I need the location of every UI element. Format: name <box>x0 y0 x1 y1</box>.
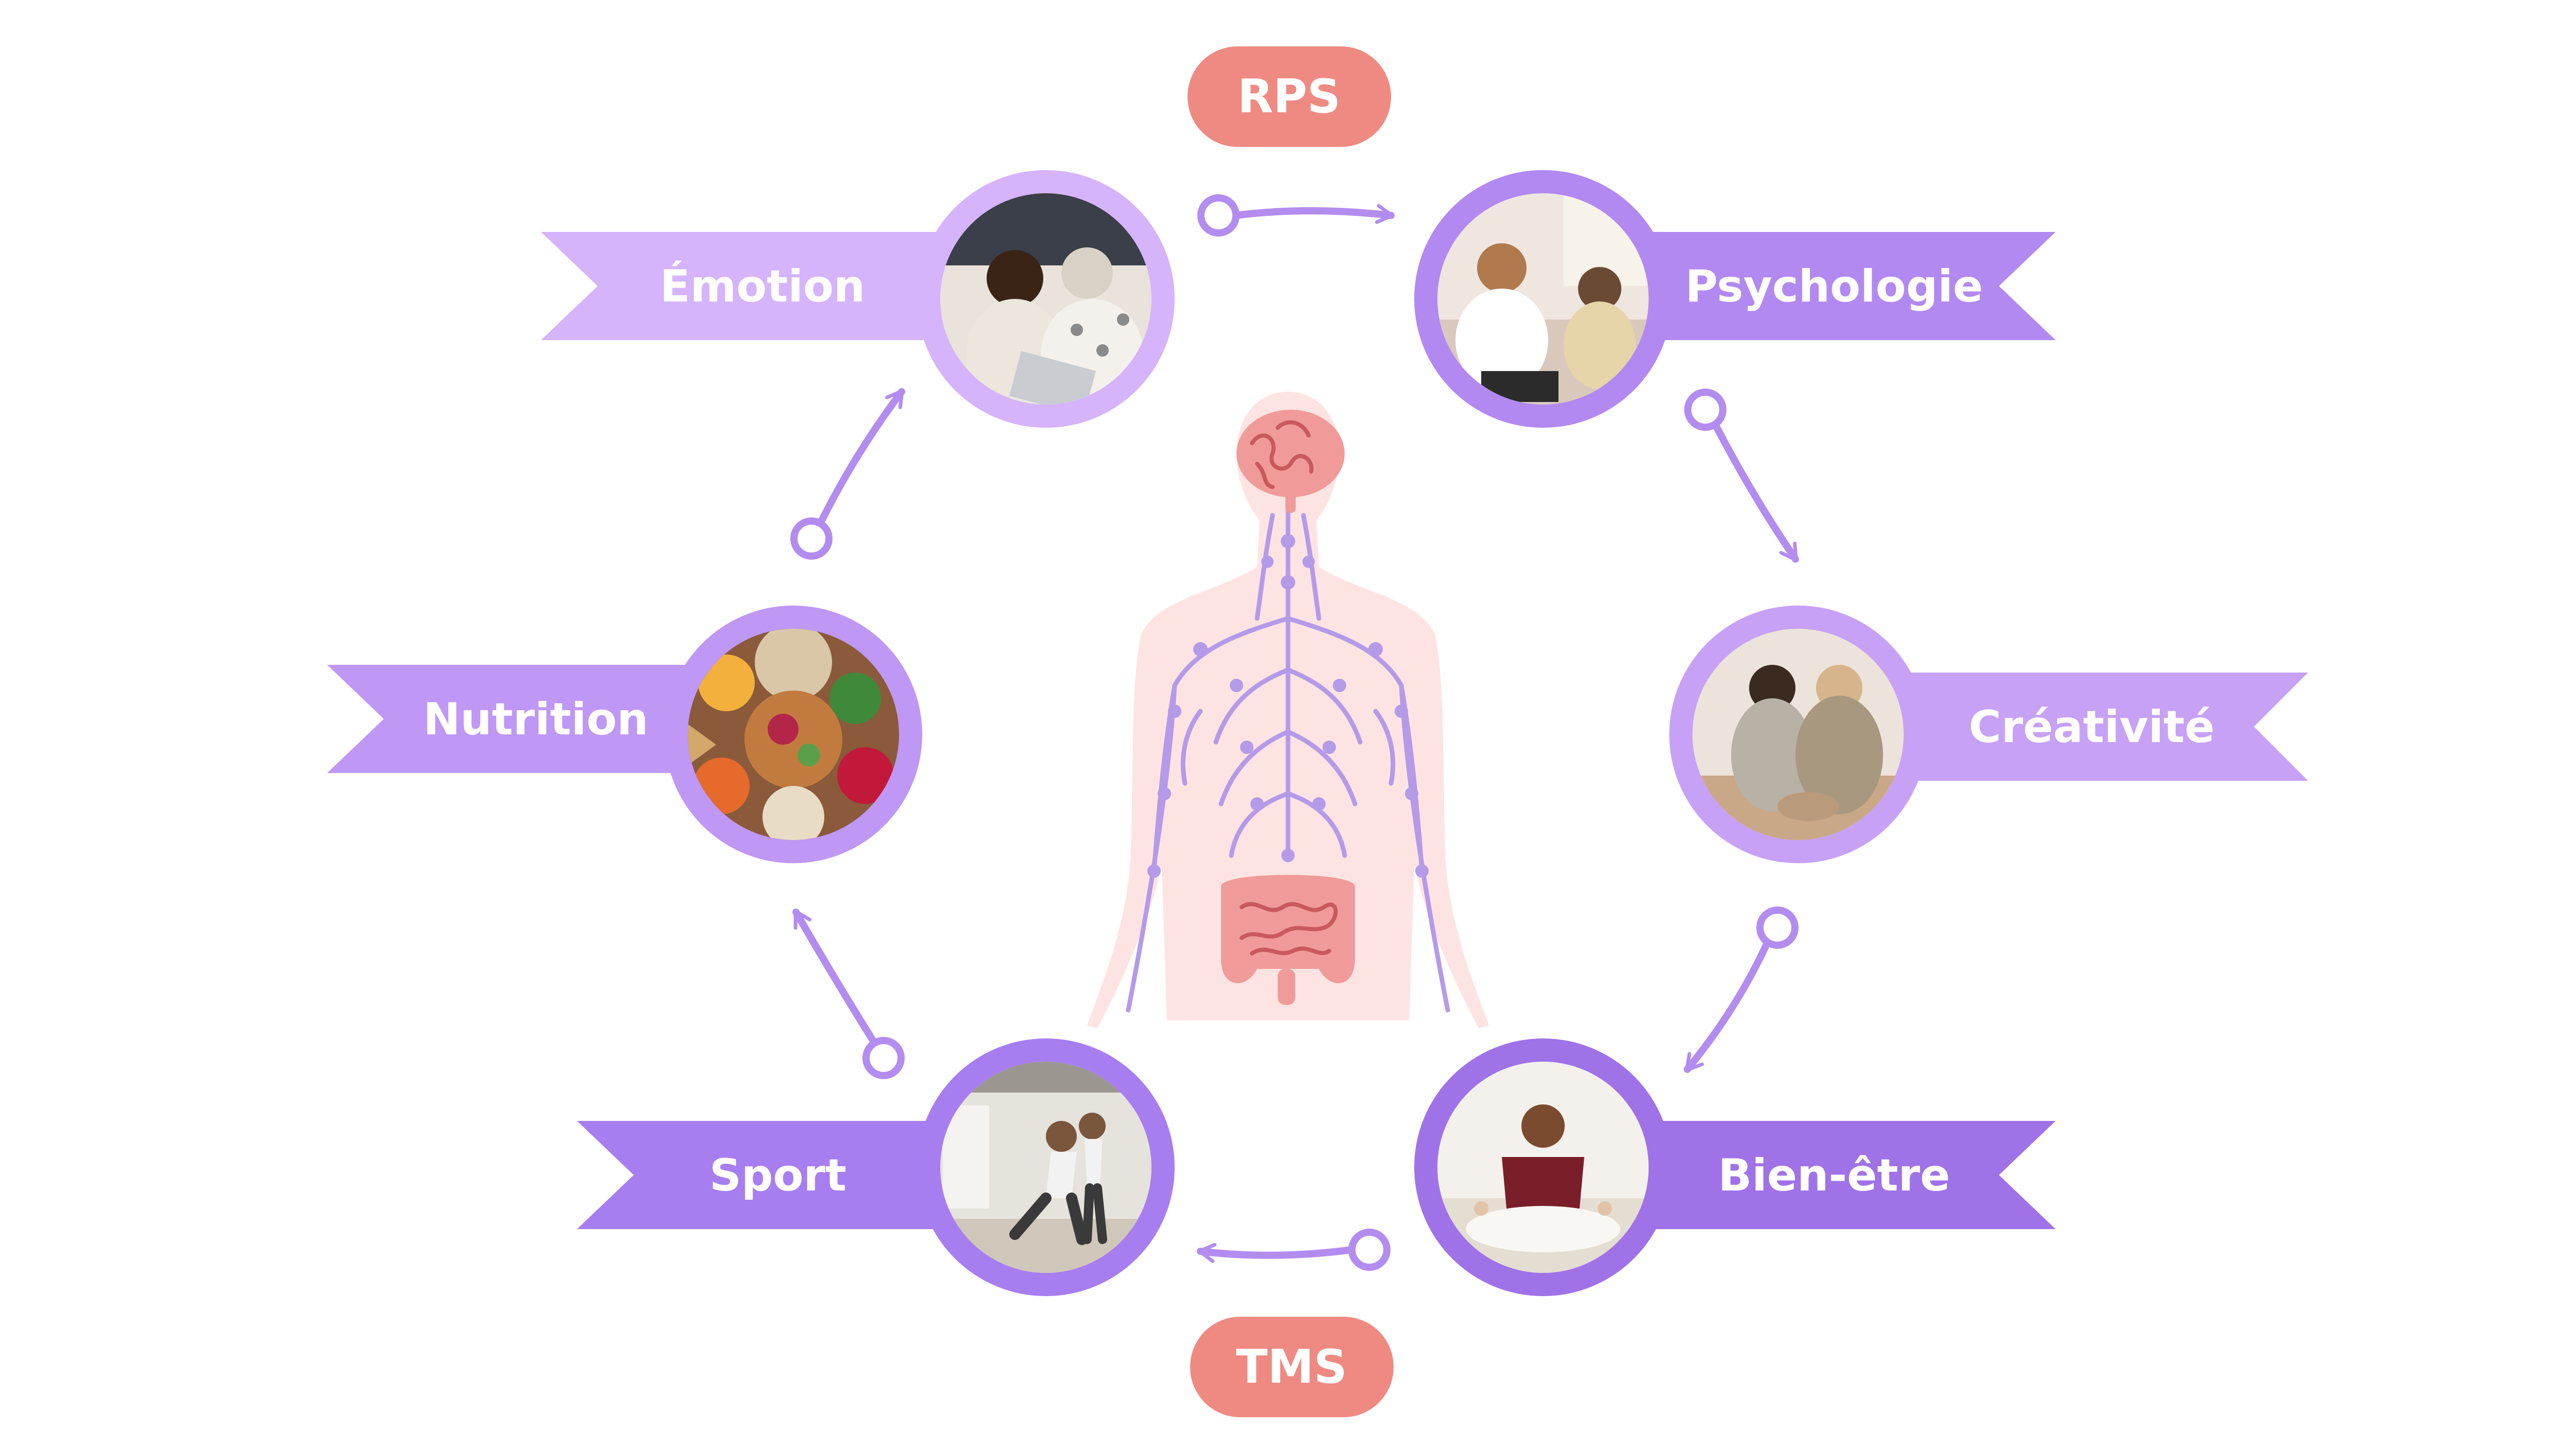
ribbon-creativite <box>1880 673 2308 781</box>
node-creativite: Créativité <box>1669 606 2308 863</box>
women-talking-at-laptop-photo <box>940 193 1151 405</box>
nervous-system-lines <box>1126 492 1450 1013</box>
ribbon-emotion <box>541 232 953 340</box>
rps-badge-label: RPS <box>1238 70 1341 124</box>
connector-arrows <box>790 194 1799 1271</box>
ribbon-label-bien-etre: Bien-être <box>1718 1150 1950 1201</box>
arrow-creativite-to-bien-etre <box>1684 907 1799 1073</box>
tms-badge: TMS <box>1190 1317 1394 1417</box>
meditation-photo <box>1437 1062 1649 1273</box>
arrow-psychologie-to-creativite <box>1684 389 1799 563</box>
ribbon-label-emotion: Émotion <box>660 260 865 312</box>
ribbon-label-nutrition: Nutrition <box>423 694 648 745</box>
gym-training-photo <box>940 1062 1151 1273</box>
arrow-bien-etre-to-sport <box>1197 1229 1391 1271</box>
node-bien-etre: Bien-être <box>1414 1038 2056 1296</box>
node-sport: Sport <box>577 1038 1175 1296</box>
arrow-emotion-to-psychologie <box>1197 194 1395 237</box>
ribbon-bien-etre <box>1623 1121 2056 1229</box>
arrow-sport-to-nutrition <box>792 909 905 1079</box>
rps-badge: RPS <box>1188 46 1391 147</box>
ribbon-label-psychologie: Psychologie <box>1685 261 1983 312</box>
node-emotion: Émotion <box>541 170 1175 428</box>
ribbon-label-creativite: Créativité <box>1969 701 2214 753</box>
ribbon-psychologie <box>1623 232 2056 340</box>
human-body-illustration <box>1087 392 1489 1028</box>
therapy-session-photo <box>1437 193 1649 405</box>
ribbon-label-sport: Sport <box>709 1150 846 1201</box>
ribbon-nutrition <box>327 665 711 773</box>
arrow-nutrition-to-emotion <box>790 388 905 560</box>
node-psychologie: Psychologie <box>1414 170 2056 428</box>
lymph-nodes <box>1147 534 1429 878</box>
brain-icon <box>1236 410 1345 513</box>
ribbon-sport <box>577 1121 953 1229</box>
tms-badge-label: TMS <box>1236 1340 1347 1394</box>
node-nutrition: Nutrition <box>327 606 922 863</box>
intestine-icon <box>1221 875 1355 1005</box>
pottery-workshop-photo <box>1692 629 1904 840</box>
